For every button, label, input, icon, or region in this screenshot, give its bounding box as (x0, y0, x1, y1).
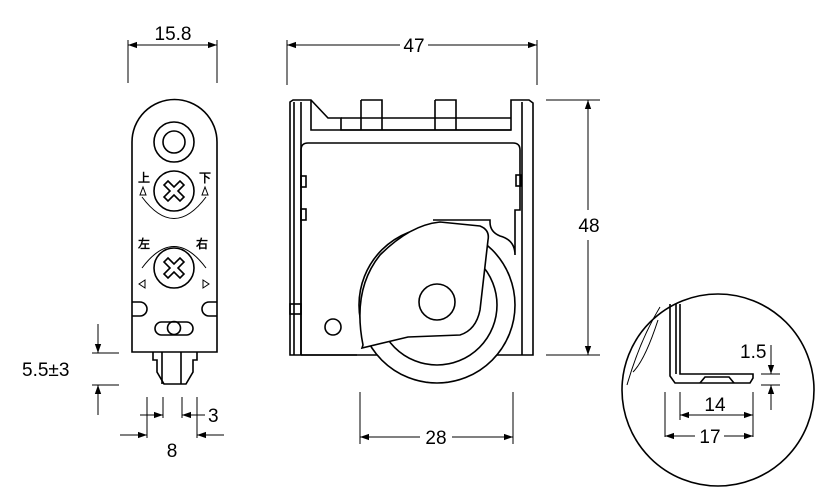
mark-up: 上 (138, 170, 150, 185)
dim-inner-width: 3 (208, 406, 219, 427)
dim-height-adjust: 5.5±3 (22, 360, 69, 381)
dim-outer-width: 8 (167, 441, 178, 462)
dim-front-height: 48 (578, 216, 599, 237)
adjust-screw-lower[interactable] (153, 247, 195, 289)
mark-down: 下 (199, 171, 211, 185)
dim-thickness: 1.5 (740, 342, 766, 363)
wheel (358, 221, 516, 384)
adjust-screw-upper[interactable] (153, 170, 195, 212)
dim-wheel-span: 28 (425, 428, 446, 449)
detail-view: 14 17 1.5 (621, 293, 815, 487)
mark-right: 右 (195, 236, 208, 251)
dim-front-width: 47 (403, 36, 424, 57)
dim-inner-length: 14 (704, 395, 726, 416)
side-view: 上 下 左 右 15.8 5.5±3 3 8 (22, 24, 224, 462)
dim-outer-length: 17 (699, 427, 720, 448)
front-view: 47 48 28 (286, 36, 600, 449)
dim-side-width: 15.8 (155, 24, 192, 45)
mark-left: 左 (137, 236, 150, 251)
